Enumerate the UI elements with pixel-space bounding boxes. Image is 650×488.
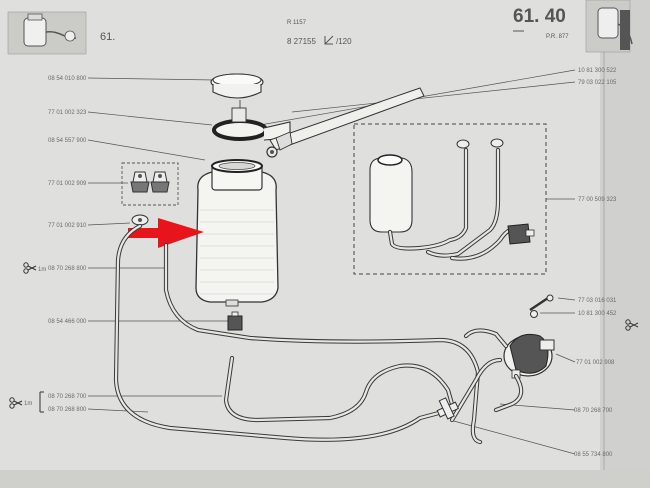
svg-text:1m: 1m (24, 401, 32, 407)
mounting-bracket (266, 87, 425, 158)
hoses (113, 223, 524, 445)
washer-kit-box (353, 123, 547, 275)
faded-ref-text: R 1157 (287, 20, 307, 26)
part-number-tee-connector: 08 55 734 800 (574, 452, 613, 458)
part-number-filter: 08 54 466 000 (48, 319, 87, 325)
faded-header-text: 61. (100, 31, 115, 43)
part-number-hose-right: 08 70 268 700 (574, 408, 613, 414)
part-number-kit: 77 00 509 323 (578, 197, 617, 203)
part-number-screw-nut: 10 81 300 452 (578, 311, 617, 317)
svg-text:1m: 1m (38, 267, 46, 273)
part-number-strap: 77 01 002 323 (48, 110, 87, 116)
part-number-hose-middle-a: 08 70 268 700 (48, 394, 87, 400)
part-number-reservoir: 08 54 557 900 (48, 138, 87, 144)
leader-lines (87, 69, 576, 455)
mounting-strap (212, 107, 291, 141)
single-nozzle (131, 214, 149, 226)
check-mark-icon (324, 35, 334, 45)
part-number-nozzles: 77 01 002 909 (48, 181, 87, 187)
ref-number: 8 27155 (287, 37, 316, 46)
scissors-icon: 1m (9, 391, 44, 413)
plate-number: P.R. 877 (546, 34, 569, 40)
reservoir-cap (210, 73, 264, 118)
section-number: 61. 40 (513, 6, 566, 27)
part-number-nozzle-single: 77 01 002 910 (48, 223, 87, 229)
part-number-bracket-bolt: 10 81 300 522 (578, 68, 617, 74)
ref-suffix: /120 (336, 37, 352, 46)
washer-reservoir (195, 159, 279, 307)
scissors-icon (625, 319, 639, 331)
washer-pump (503, 333, 555, 379)
part-number-hose-top: 08 70 268 800 (48, 266, 87, 272)
header-thumbnail-right (585, 0, 633, 53)
header-thumbnail-left (7, 11, 87, 55)
part-number-pump: 77 01 002 908 (576, 360, 615, 366)
filter (227, 311, 243, 331)
scissors-icon: 1m (23, 262, 46, 274)
part-number-hose-middle-b: 08 70 268 800 (48, 407, 87, 413)
part-number-screw: 77 03 016 031 (578, 298, 617, 304)
part-number-bracket-nut: 79 03 022 105 (578, 80, 617, 86)
tee-connector (436, 397, 459, 420)
nozzle-group (121, 162, 179, 206)
part-number-cap: 08 54 010 800 (48, 76, 87, 82)
pump-screw (529, 294, 554, 318)
red-arrow-icon (128, 218, 204, 248)
